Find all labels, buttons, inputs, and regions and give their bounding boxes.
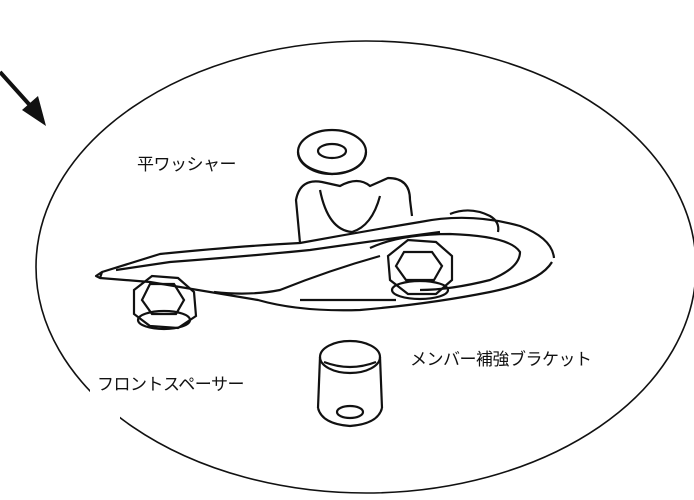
member-bracket-label: メンバー補強ブラケット bbox=[410, 350, 592, 370]
front-spacer-label: フロントスペーサー bbox=[97, 375, 244, 395]
left-hex-nut-drawing bbox=[132, 274, 198, 331]
front-spacer-drawing bbox=[316, 339, 384, 428]
flat-washer-label: 平ワッシャー bbox=[137, 155, 237, 175]
pointer-arrow bbox=[0, 70, 46, 126]
flat-washer-drawing bbox=[296, 128, 368, 176]
right-hex-nut-drawing bbox=[386, 238, 454, 301]
detail-ellipse bbox=[35, 40, 694, 494]
outline-gap bbox=[90, 385, 120, 425]
member-reinforcement-bracket-drawing bbox=[94, 176, 556, 312]
